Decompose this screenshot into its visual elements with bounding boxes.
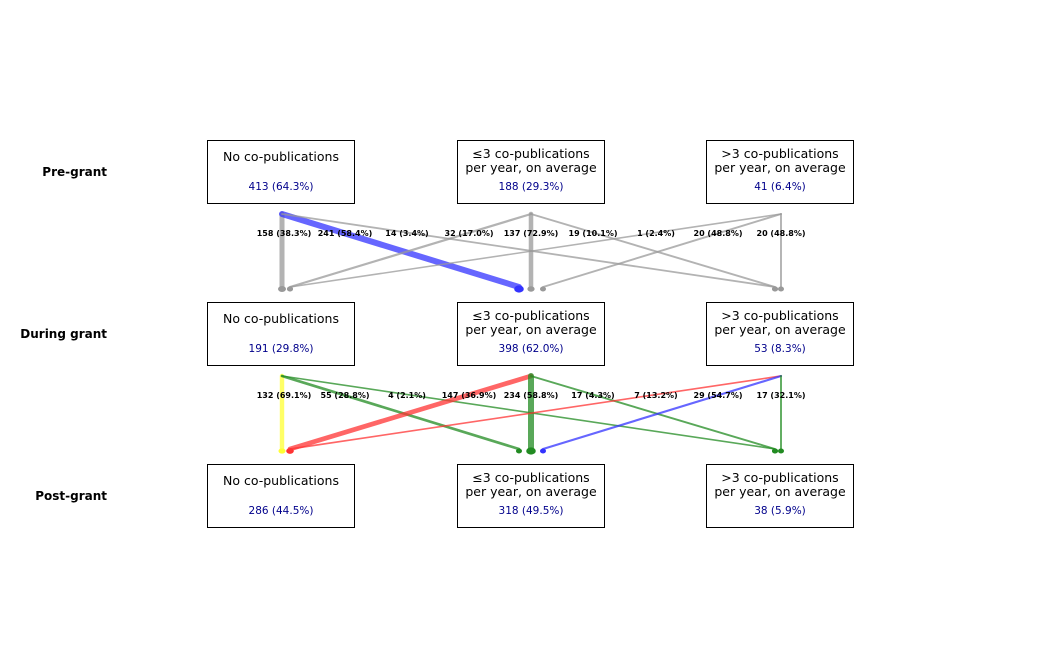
flow-arrowhead [287,286,293,292]
node-title: >3 co-publications per year, on average [714,470,846,499]
flow-arrowhead [526,447,536,455]
flow-line [281,213,776,288]
flow-line [289,375,782,450]
node-count: 53 (8.3%) [754,343,806,355]
stage-label-during: During grant [20,327,107,341]
node-pre-high: >3 co-publications per year, on average … [706,140,854,204]
node-count: 413 (64.3%) [248,181,314,193]
node-pre-none: No co-publications 413 (64.3%) [207,140,355,204]
flow-label: 241 (58.4%) [318,229,373,238]
flow-arrowhead [277,285,287,293]
flow-arrowhead [772,286,778,292]
node-post-none: No co-publications 286 (44.5%) [207,464,355,528]
flow-line [530,375,776,450]
node-count: 286 (44.5%) [248,505,314,517]
flow-label: 147 (36.9%) [442,391,497,400]
node-post-high: >3 co-publications per year, on average … [706,464,854,528]
flow-arrowhead [778,286,784,292]
flow-arrowhead [778,448,784,454]
flow-arrowhead [278,448,286,454]
flow-arrowhead [772,448,778,454]
node-count: 38 (5.9%) [754,505,806,517]
flow-label: 132 (69.1%) [257,391,312,400]
flow-label: 29 (54.7%) [694,391,743,400]
flow-label: 17 (4.3%) [571,391,614,400]
flow-arrowhead [287,448,293,454]
flow-line [287,373,534,452]
flow-label: 14 (3.4%) [385,229,428,238]
flow-label: 20 (48.8%) [757,229,806,238]
node-title: No co-publications [223,311,339,326]
flow-arrowhead [516,448,522,454]
node-count: 41 (6.4%) [754,181,806,193]
flow-label: 55 (28.8%) [321,391,370,400]
flow-line [279,211,522,290]
flow-arrowhead [514,285,524,293]
node-during-high: >3 co-publications per year, on average … [706,302,854,366]
flow-arrowhead [540,286,546,292]
flow-label: 20 (48.8%) [694,229,743,238]
node-title: No co-publications [223,149,339,164]
node-post-low: ≤3 co-publications per year, on average … [457,464,605,528]
flow-line [530,213,776,288]
node-count: 191 (29.8%) [248,343,314,355]
flow-label: 234 (58.8%) [504,391,559,400]
node-count: 318 (49.5%) [498,505,564,517]
flow-label: 158 (38.3%) [257,229,312,238]
node-title: >3 co-publications per year, on average [714,308,846,337]
node-title: ≤3 co-publications per year, on average [465,308,597,337]
flow-arrowhead [540,448,546,454]
node-title: >3 co-publications per year, on average [714,146,846,175]
flow-line [542,213,782,288]
flow-arrowhead [527,286,535,292]
flow-line [289,213,782,288]
flow-line [280,374,521,451]
flow-label: 137 (72.9%) [504,229,559,238]
flow-label: 4 (2.1%) [388,391,426,400]
stage-label-pre: Pre-grant [42,165,107,179]
node-title: ≤3 co-publications per year, on average [465,146,597,175]
node-during-low: ≤3 co-publications per year, on average … [457,302,605,366]
stage-label-post: Post-grant [35,489,107,503]
flow-label: 17 (32.1%) [757,391,806,400]
node-count: 398 (62.0%) [498,343,564,355]
flow-line [288,212,533,289]
node-count: 188 (29.3%) [498,181,564,193]
flow-label: 32 (17.0%) [445,229,494,238]
flow-label: 19 (10.1%) [569,229,618,238]
node-title: No co-publications [223,473,339,488]
flow-label: 1 (2.4%) [637,229,675,238]
flow-label: 7 (13.2%) [634,391,677,400]
node-title: ≤3 co-publications per year, on average [465,470,597,499]
node-pre-low: ≤3 co-publications per year, on average … [457,140,605,204]
flow-line [541,374,783,451]
node-during-none: No co-publications 191 (29.8%) [207,302,355,366]
